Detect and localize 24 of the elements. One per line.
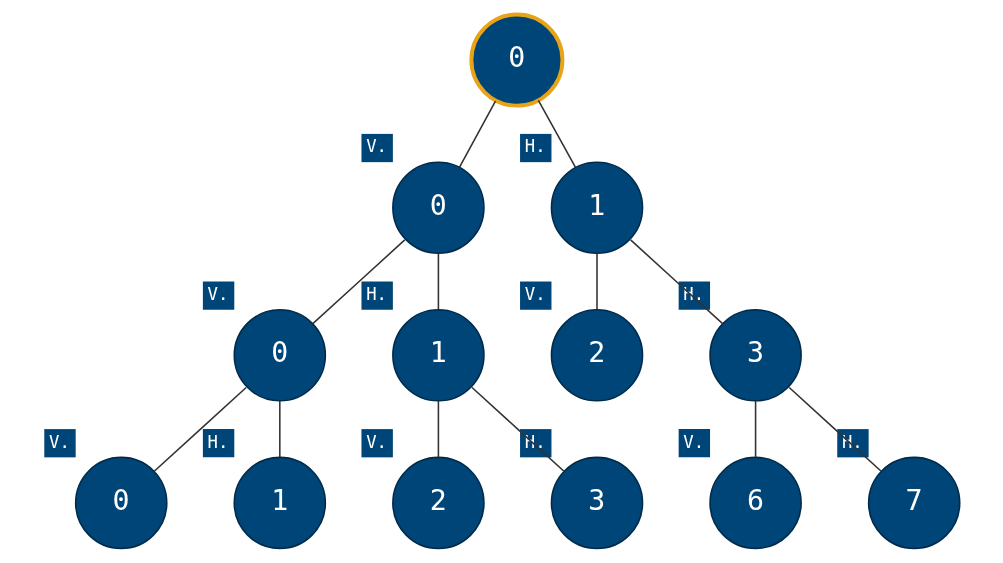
connector — [437, 400, 439, 458]
connector — [437, 252, 439, 311]
node-label: H. — [682, 284, 704, 305]
node-label: V. — [524, 284, 546, 305]
node-label: V. — [365, 136, 387, 157]
node-label: H. — [524, 136, 546, 157]
connector — [595, 252, 598, 311]
connector — [311, 239, 406, 325]
node-label: V. — [48, 431, 70, 452]
node-circle: 0 — [468, 12, 564, 108]
node-label: H. — [841, 431, 863, 452]
connector — [787, 386, 882, 472]
node-label: V. — [682, 431, 704, 452]
connector — [458, 100, 496, 168]
node-label: H. — [207, 431, 228, 452]
node-label: V. — [207, 284, 228, 305]
connector — [152, 386, 247, 472]
node-label: H. — [365, 284, 387, 305]
connector — [754, 400, 756, 458]
connector — [537, 99, 576, 169]
connector — [470, 386, 565, 472]
connector — [278, 400, 281, 458]
node-label: V. — [365, 431, 387, 452]
connector — [629, 239, 723, 325]
